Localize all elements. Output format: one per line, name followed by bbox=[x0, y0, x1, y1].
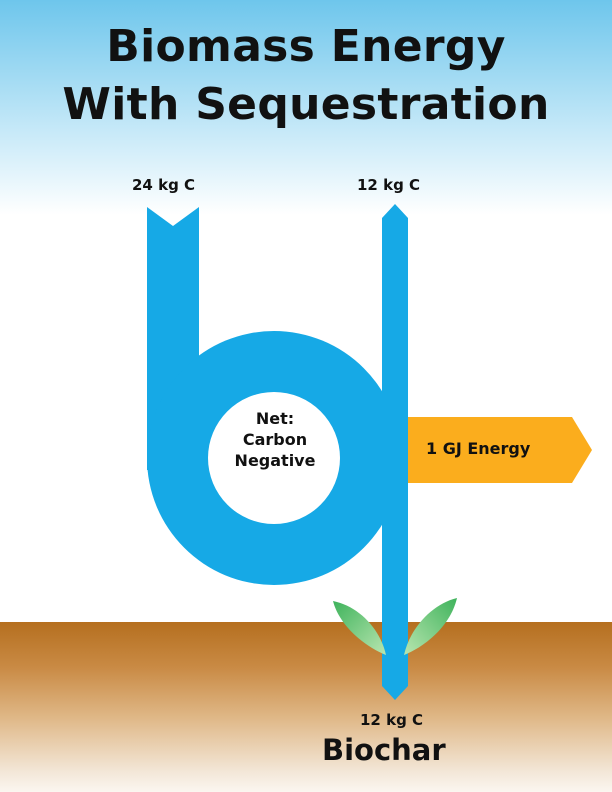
page-title: Biomass Energy With Sequestration bbox=[0, 18, 612, 134]
title-line-2: With Sequestration bbox=[62, 79, 550, 130]
title-line-1: Biomass Energy bbox=[106, 21, 506, 72]
net-label-line-2: Carbon bbox=[242, 430, 308, 449]
leaf-right-icon bbox=[404, 598, 457, 655]
energy-label: 1 GJ Energy bbox=[426, 439, 531, 458]
net-label-line-1: Net: bbox=[255, 409, 295, 428]
sequestered-carbon-label: 12 kg C bbox=[360, 711, 424, 729]
net-carbon-label: Net: Carbon Negative bbox=[210, 408, 340, 471]
soil-ground bbox=[0, 622, 612, 792]
vertical-carbon-stream bbox=[382, 204, 408, 700]
energy-output-arrow bbox=[395, 417, 592, 483]
emission-carbon-label: 12 kg C bbox=[357, 176, 421, 194]
biochar-label: Biochar bbox=[322, 733, 446, 767]
ring-center bbox=[208, 392, 340, 524]
net-label-line-3: Negative bbox=[234, 451, 316, 470]
input-carbon-label: 24 kg C bbox=[132, 176, 196, 194]
leaf-left-icon bbox=[333, 601, 386, 655]
